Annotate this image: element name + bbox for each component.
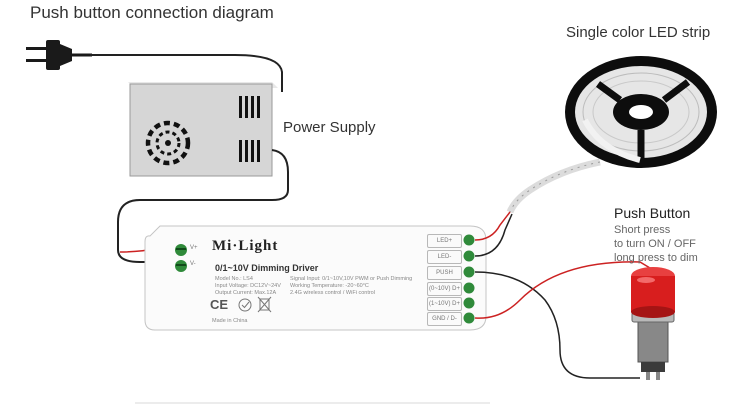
- mains-cable: [90, 54, 283, 92]
- spec-model: Model No.: LS4: [215, 276, 253, 282]
- led-strip-segment: [506, 158, 601, 214]
- diagram-title: Push button connection diagram: [30, 3, 274, 22]
- fan-grille-icon: [145, 120, 191, 166]
- output-terminal-block: [463, 234, 475, 324]
- svg-text:CE: CE: [210, 297, 228, 312]
- led-plus-wire: [474, 211, 511, 241]
- led-minus-wire: [474, 213, 513, 257]
- spec-input-voltage: Input Voltage: DC12V~24V: [215, 283, 281, 289]
- output-label-led-plus: LED+: [427, 234, 462, 248]
- led-reel-icon: [565, 56, 717, 168]
- power-supply-label: Power Supply: [283, 119, 376, 136]
- weee-bin-icon: [257, 296, 272, 313]
- push-button-desc-2: to turn ON / OFF: [614, 238, 696, 250]
- input-label-v-minus: V-: [190, 261, 196, 267]
- driver-name: 0/1~10V Dimming Driver: [215, 263, 319, 273]
- push-button-label: Push Button: [614, 205, 691, 221]
- made-in-label: Made in China: [212, 318, 248, 324]
- spec-wireless: 2.4G wireless control / WiFi control: [290, 290, 375, 296]
- dimming-driver-body: CE: [144, 225, 487, 331]
- led-strip-label: Single color LED strip: [566, 24, 711, 41]
- output-label-push: PUSH: [427, 266, 462, 280]
- spec-output-current: Output Current: Max.12A: [215, 290, 277, 296]
- push-button-desc-3: long press to dim: [614, 252, 698, 264]
- output-label-0-10v: (0~10V) D+: [427, 282, 462, 296]
- spec-signal-input: Signal Input: 0/1~10V,10V PWM or Push Di…: [290, 276, 413, 282]
- power-plug-icon: [26, 40, 92, 70]
- ce-mark-icon: CE: [210, 297, 228, 312]
- power-supply-unit: [128, 82, 278, 177]
- push-button-desc-1: Short press: [614, 224, 671, 236]
- driver-brand: Mi·Light: [212, 238, 279, 254]
- output-label-gnd: GND / D-: [427, 312, 462, 326]
- output-label-1-10v: (1~10V) D+: [427, 297, 462, 311]
- output-label-led-minus: LED-: [427, 250, 462, 264]
- psu-output-cable: [117, 149, 289, 263]
- gnd-wire: [474, 261, 651, 319]
- push-button-icon: [631, 267, 675, 380]
- approval-mark-icon: [238, 298, 252, 312]
- spec-temperature: Working Temperature: -20~60°C: [290, 283, 369, 289]
- push-wire: [474, 271, 640, 379]
- vent-slots-icon: [239, 96, 260, 162]
- input-label-v-plus: V+: [190, 245, 198, 251]
